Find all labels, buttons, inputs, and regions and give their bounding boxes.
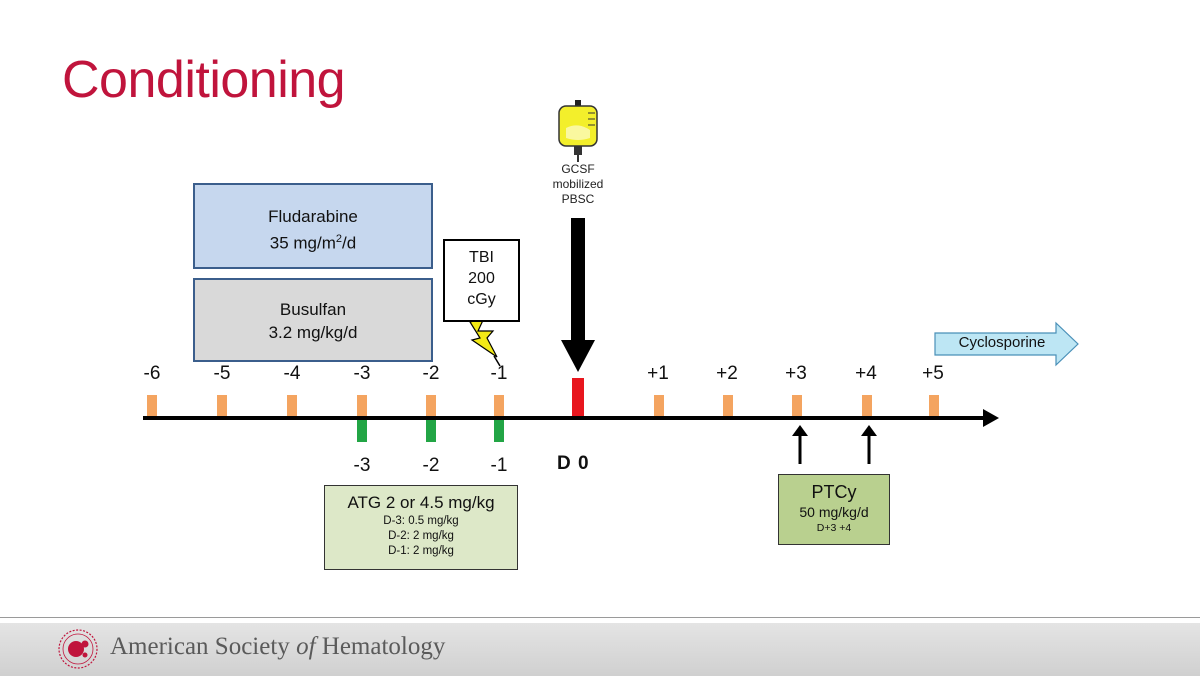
day0-tick — [572, 378, 584, 416]
tbi-line3: cGy — [467, 291, 496, 308]
fludarabine-dose: 35 mg/m2/d — [195, 228, 431, 255]
day0-label: D 0 — [557, 453, 590, 474]
day-tick — [357, 395, 367, 416]
lightning-icon — [469, 317, 498, 358]
ptcy-name: PTCy — [811, 482, 857, 502]
tbi-line1: TBI — [469, 249, 494, 266]
graft-line1: GCSF — [561, 162, 595, 176]
day-tick — [494, 395, 504, 416]
graft-line3: PBSC — [561, 192, 595, 206]
day-tick — [929, 395, 939, 416]
footer-org-suffix: Hematology — [321, 633, 446, 660]
graft-label: GCSF mobilized PBSC — [540, 162, 616, 207]
ptcy-dose: 50 mg/kg/d — [799, 504, 869, 520]
atg-dose-line: D-2: 2 mg/kg — [388, 530, 454, 542]
day-label: +1 — [647, 363, 669, 384]
day-label: -2 — [422, 363, 440, 384]
atg-tick — [426, 420, 436, 442]
fludarabine-name: Fludarabine — [268, 207, 358, 226]
tbi-box: TBI 200 cGy — [443, 239, 520, 322]
graft-line2: mobilized — [552, 177, 604, 191]
day-tick — [147, 395, 157, 416]
day-label: -3 — [353, 363, 371, 384]
atg-dose-line: D-1: 2 mg/kg — [388, 545, 454, 557]
graft-infusion-arrow — [561, 218, 595, 372]
day-label: -4 — [283, 363, 301, 384]
atg-heading: ATG 2 or 4.5 mg/kg — [325, 492, 517, 514]
atg-tick — [494, 420, 504, 442]
atg-day-label: -2 — [422, 455, 440, 476]
day-label: +4 — [855, 363, 877, 384]
ptcy-arrows — [792, 425, 877, 464]
day-tick — [862, 395, 872, 416]
atg-day-label: -3 — [353, 455, 371, 476]
fludarabine-dose-prefix: 35 mg/m — [269, 233, 336, 253]
atg-dose-line: D-3: 0.5 mg/kg — [383, 515, 459, 527]
day-tick — [723, 395, 733, 416]
day-tick — [217, 395, 227, 416]
atg-ticks — [357, 420, 504, 442]
atg-heading-rest: 2 or 4.5 mg/kg — [385, 493, 495, 512]
footer-bar — [0, 623, 1200, 676]
atg-day-label: -1 — [490, 455, 508, 476]
day-ticks — [147, 395, 939, 416]
fludarabine-dose-sup: 2 — [335, 233, 343, 245]
day-tick — [287, 395, 297, 416]
busulfan-box: Busulfan 3.2 mg/kg/d — [193, 278, 433, 362]
footer-org-prefix: American Society — [110, 633, 290, 660]
ash-logo-icon — [58, 629, 98, 669]
footer-org-name: American Society of Hematology — [110, 633, 445, 661]
atg-heading-prefix: ATG — [347, 493, 382, 512]
day-label: -1 — [490, 363, 508, 384]
day-tick — [792, 395, 802, 416]
day-tick — [426, 395, 436, 416]
day-label: +5 — [922, 363, 944, 384]
cyclosporine-label: Cyclosporine — [958, 334, 1046, 351]
iv-bag-icon — [558, 100, 598, 162]
fludarabine-box: Fludarabine 35 mg/m2/d — [193, 183, 433, 269]
slide-title: Conditioning — [62, 51, 346, 109]
atg-tick — [357, 420, 367, 442]
tbi-line2: 200 — [468, 270, 495, 287]
footer-org-of: of — [296, 633, 316, 660]
day-label: +3 — [785, 363, 807, 384]
day-label: -6 — [143, 363, 161, 384]
atg-box: ATG 2 or 4.5 mg/kg D-3: 0.5 mg/kg D-2: 2… — [324, 485, 518, 570]
footer-divider — [0, 617, 1200, 618]
busulfan-dose: 3.2 mg/kg/d — [268, 323, 358, 342]
day-label: -5 — [213, 363, 231, 384]
busulfan-name: Busulfan — [279, 300, 347, 319]
day-tick — [654, 395, 664, 416]
ptcy-days: D+3 +4 — [816, 522, 852, 534]
day-label: +2 — [716, 363, 738, 384]
cyclosporine-arrow — [934, 321, 1079, 367]
ptcy-box: PTCy 50 mg/kg/d D+3 +4 — [778, 474, 890, 545]
timeline-axis — [143, 409, 999, 427]
fludarabine-dose-suffix: /d — [342, 233, 357, 253]
